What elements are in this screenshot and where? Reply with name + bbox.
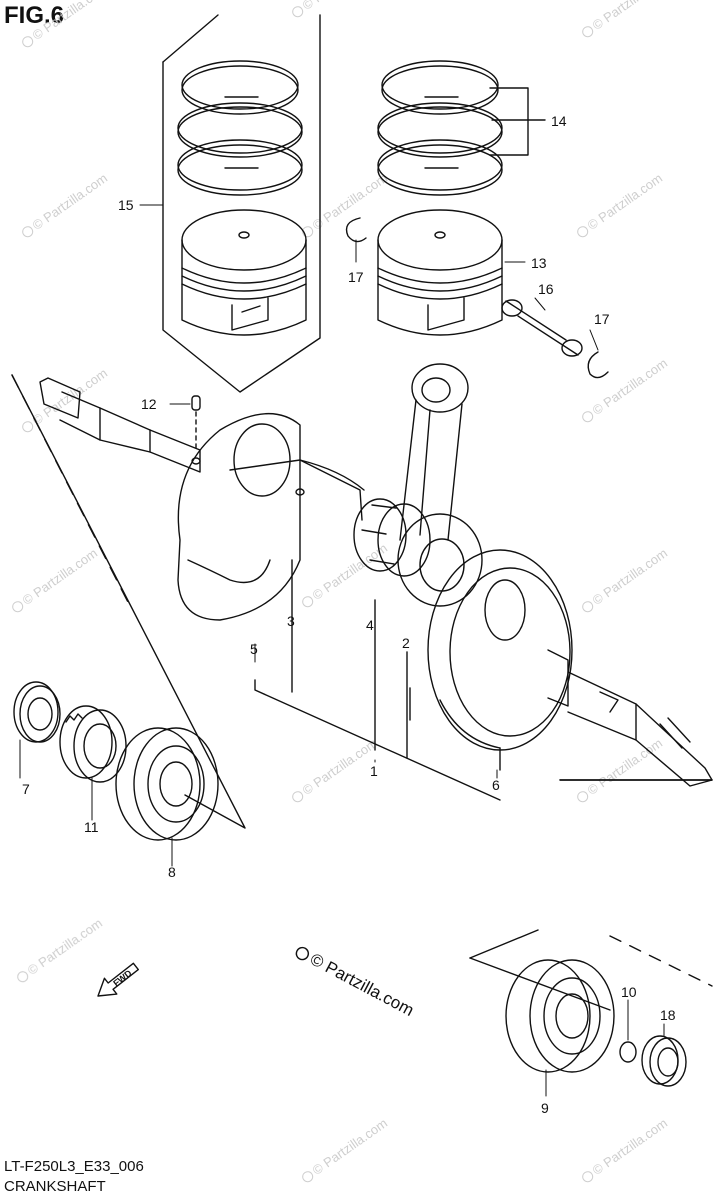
timing-gear-11 <box>59 705 127 783</box>
callout-16: 16 <box>538 281 554 297</box>
guide-dashed <box>609 935 713 987</box>
watermark-pattern: © Partzilla.com © Partzilla.com © Partzi… <box>12 0 670 1183</box>
watermark-text: © Partzilla.com <box>30 0 110 43</box>
callout-10: 10 <box>621 984 637 1000</box>
watermark-text: © Partzilla.com <box>590 545 670 608</box>
callout-4: 4 <box>366 617 374 633</box>
piston-pin <box>501 299 583 357</box>
piston-kit-box-outline <box>162 14 321 393</box>
figure-title: FIG.6 <box>4 2 65 29</box>
assembly-bracket-1 <box>254 559 501 801</box>
fwd-direction-icon: FWD <box>97 962 139 997</box>
callout-5: 5 <box>250 641 258 657</box>
right-piston <box>377 209 503 336</box>
watermark-text: © Partzilla.com <box>585 170 665 233</box>
callout-numbers: 1 2 3 4 5 6 7 8 9 10 11 12 13 14 15 16 1… <box>22 113 676 1116</box>
watermark-text: © Partzilla.com <box>25 915 105 978</box>
watermark-text: © Partzilla.com <box>585 735 665 798</box>
watermark-text: © Partzilla.com <box>300 0 380 13</box>
callout-17-left: 17 <box>348 269 364 285</box>
callout-7: 7 <box>22 781 30 797</box>
dowel-pin-12 <box>191 395 201 451</box>
callout-6: 6 <box>492 777 500 793</box>
left-piston-rings <box>177 60 303 196</box>
callout-18: 18 <box>660 1007 676 1023</box>
callout-2: 2 <box>402 635 410 651</box>
watermark-text: © Partzilla.com <box>300 735 380 798</box>
dashed-guide-right-lower <box>469 929 539 959</box>
diagram-name: CRANKSHAFT <box>4 1178 106 1195</box>
brand-text: © Partzilla.com <box>307 949 417 1020</box>
callout-12: 12 <box>141 396 157 412</box>
left-crankshaft-shaft <box>39 377 201 473</box>
partzilla-stamp: © Partzilla.com <box>295 946 417 1020</box>
watermark-text: © Partzilla.com <box>590 1115 670 1178</box>
left-piston <box>181 209 307 336</box>
watermark-text: © Partzilla.com <box>20 545 100 608</box>
right-piston-rings <box>377 60 503 196</box>
connecting-rod <box>397 363 483 607</box>
callout-9: 9 <box>541 1100 549 1116</box>
bearing-9 <box>505 959 615 1073</box>
callout-8: 8 <box>168 864 176 880</box>
callout-11: 11 <box>84 819 99 835</box>
watermark-text: © Partzilla.com <box>30 365 110 428</box>
callout-17-right: 17 <box>594 311 610 327</box>
ring-bracket-14 <box>489 87 546 156</box>
callout-14: 14 <box>551 113 567 129</box>
circlip-right <box>587 351 609 379</box>
circlip-left <box>345 217 367 243</box>
watermark-text: © Partzilla.com <box>310 170 390 233</box>
right-crank-web <box>427 549 573 751</box>
callout-1: 1 <box>370 763 378 779</box>
left-crank-web <box>177 413 365 621</box>
callout-15: 15 <box>118 197 134 213</box>
bearing-7 <box>13 681 61 743</box>
watermark-text: © Partzilla.com <box>590 355 670 418</box>
watermark-text: © Partzilla.com <box>30 170 110 233</box>
o-ring-10 <box>619 1041 637 1063</box>
callout-13: 13 <box>531 255 547 271</box>
watermark-text: © Partzilla.com <box>310 1115 390 1178</box>
guide-line <box>469 957 611 1011</box>
crankpin-needle-bearing <box>353 498 431 577</box>
watermark-text: © Partzilla.com <box>590 0 670 33</box>
bearing-8 <box>115 727 219 841</box>
oil-seal-18 <box>641 1035 687 1087</box>
diagram-code: LT-F250L3_E33_006 <box>4 1158 144 1175</box>
callout-3: 3 <box>287 613 295 629</box>
leader-lines <box>19 204 665 1097</box>
left-dashed-guide <box>11 374 133 611</box>
